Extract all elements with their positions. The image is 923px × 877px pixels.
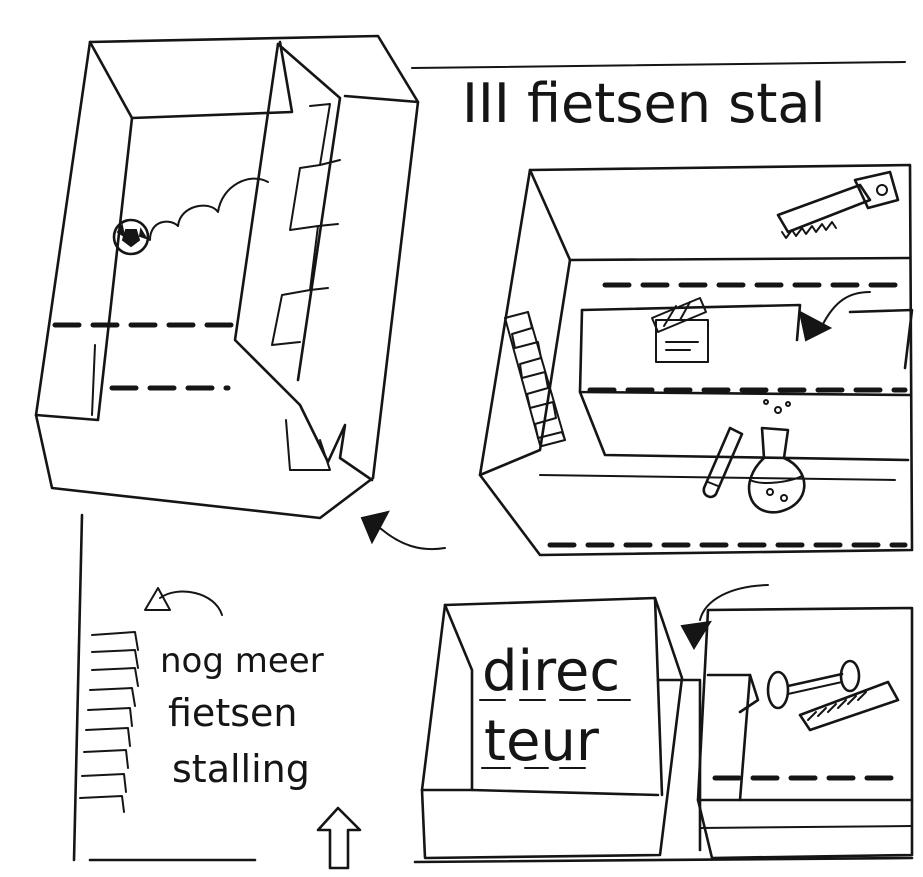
arrow-icon bbox=[362, 512, 445, 549]
flask-icon bbox=[749, 400, 804, 512]
stairs-icon bbox=[505, 312, 565, 446]
arrow-icon bbox=[800, 292, 870, 340]
room-top-right bbox=[480, 165, 912, 555]
test-tube-icon bbox=[704, 428, 742, 497]
label-stalling: stalling bbox=[172, 747, 310, 791]
title-text: III fietsen stal bbox=[462, 72, 826, 135]
lathe-icon bbox=[768, 661, 898, 730]
room-top-left bbox=[36, 36, 418, 518]
label-nog-meer: nog meer bbox=[160, 641, 324, 681]
label-direc: direc bbox=[482, 639, 620, 704]
saw-icon bbox=[778, 172, 898, 238]
arrow-icon bbox=[682, 585, 768, 648]
title-rule bbox=[412, 62, 905, 68]
label-teur: teur bbox=[484, 709, 600, 774]
label-fietsen: fietsen bbox=[168, 691, 297, 735]
